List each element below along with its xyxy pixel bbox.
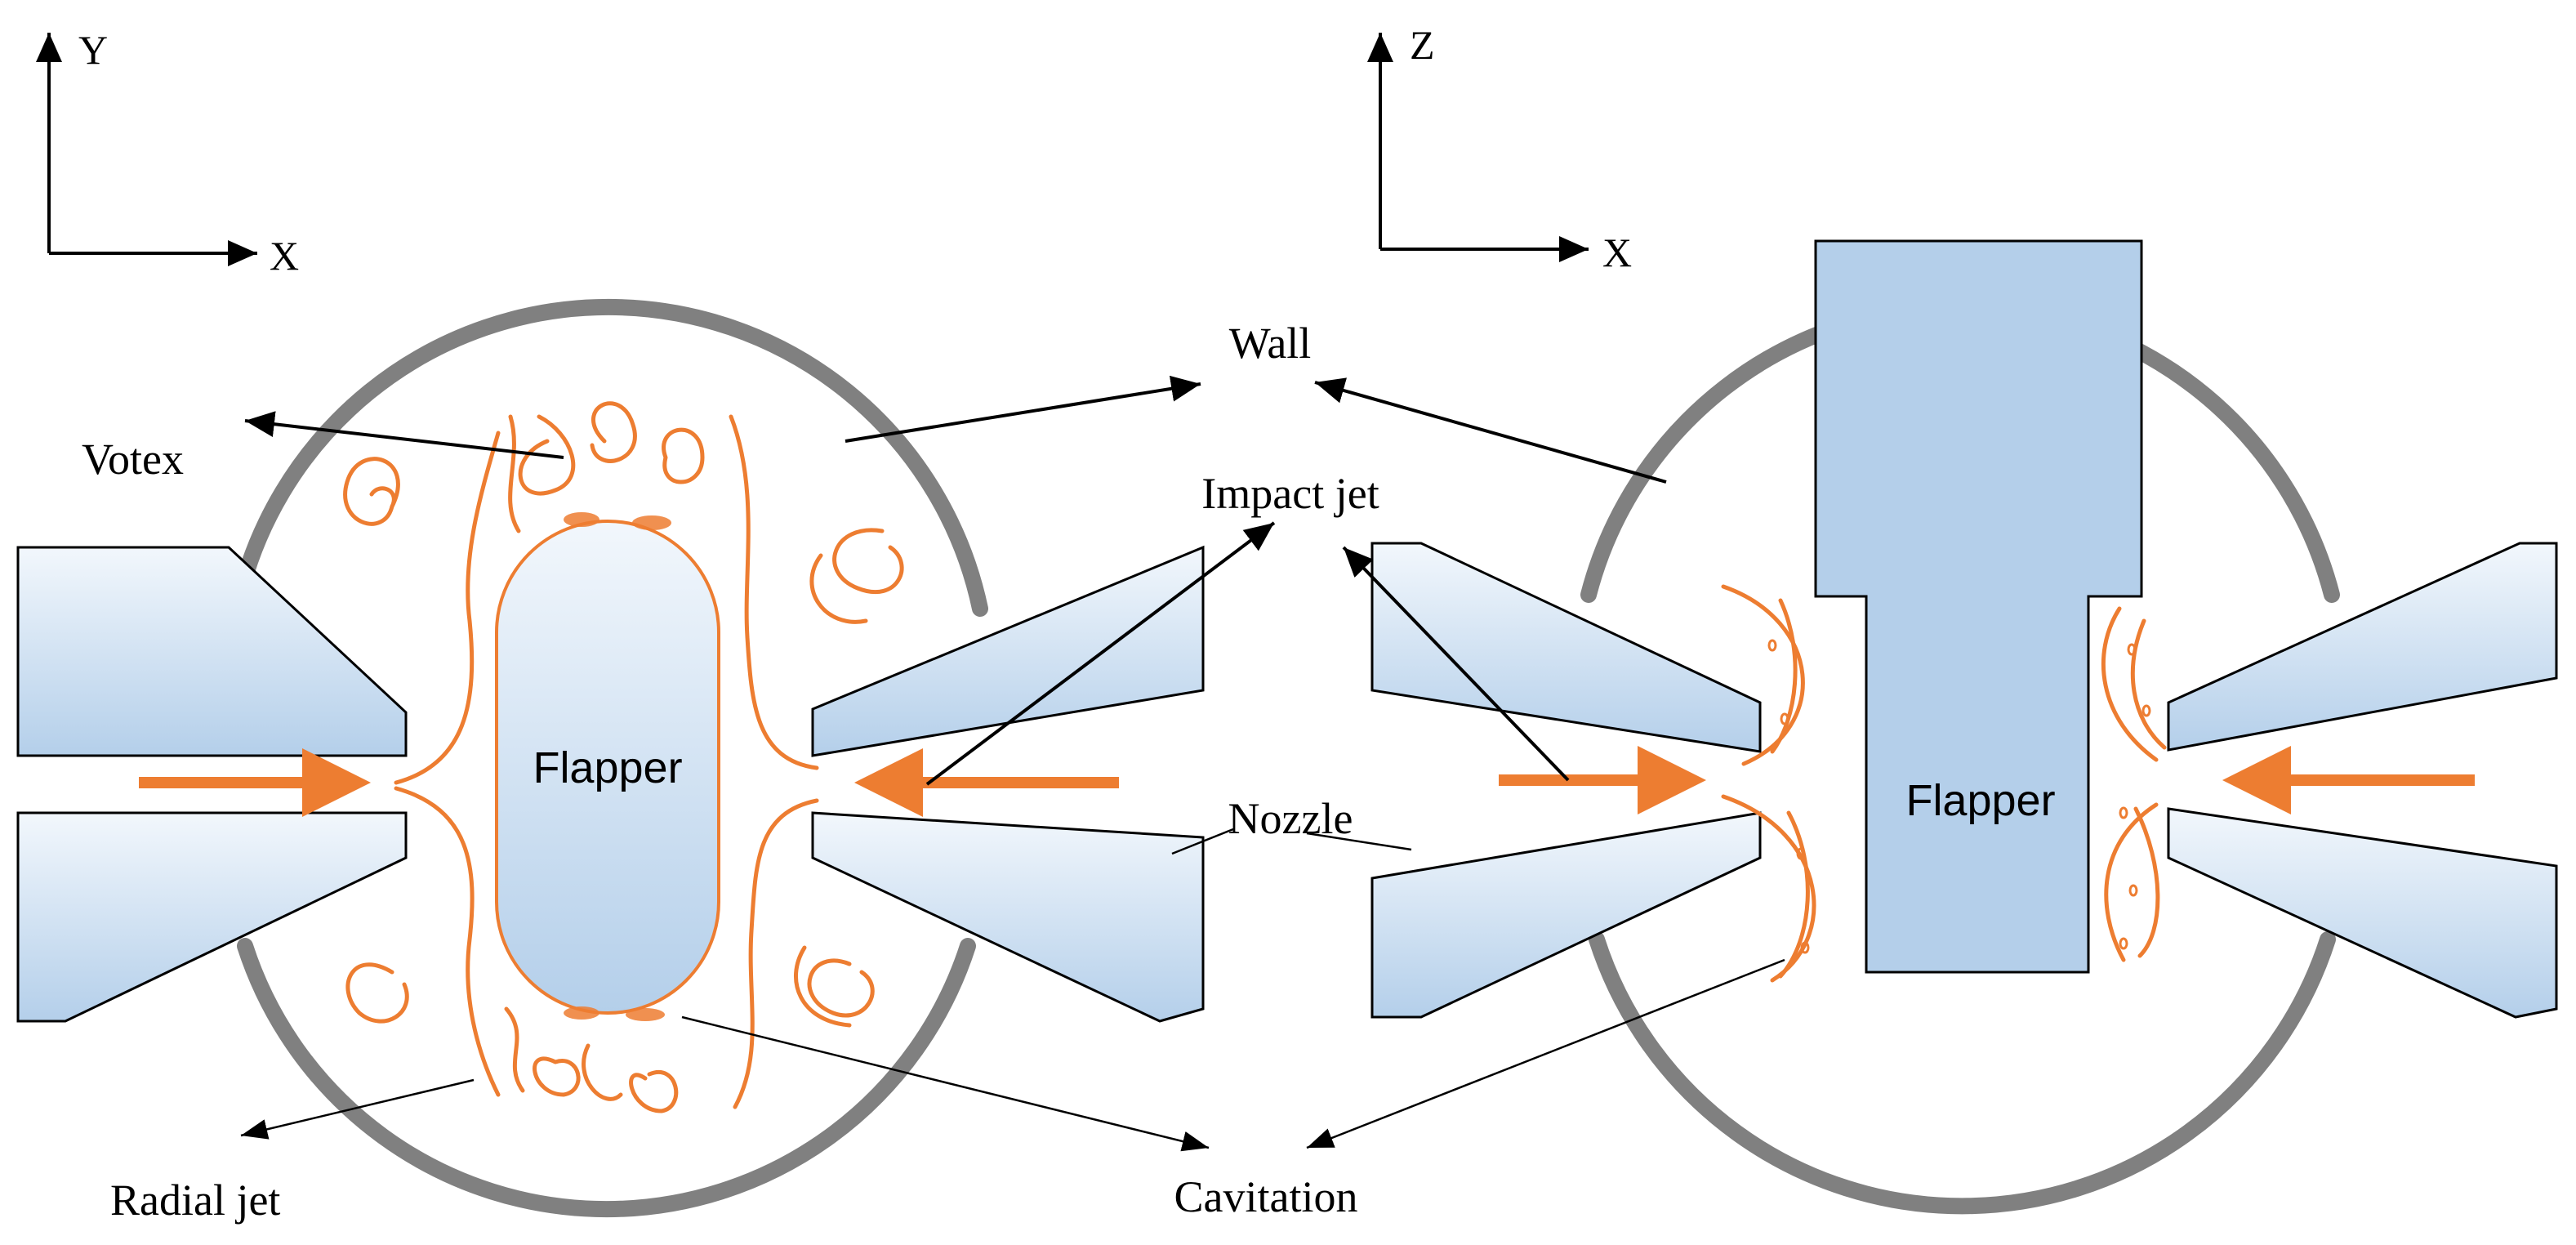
right-nozzle-lower-right: [2167, 807, 2558, 1019]
votex-leader: [244, 411, 564, 459]
right-nozzle-upper-right: [2167, 542, 2558, 752]
right-nozzle-lower-left: [1370, 811, 1762, 1019]
left-nozzle-upper-right: [811, 545, 1205, 757]
impact-jet-leader-left: [925, 521, 1276, 786]
left-vortices: [343, 401, 904, 1113]
nozzle-leader-right: [1306, 832, 1412, 851]
left-radial-jet-lines: [394, 414, 819, 1109]
cavitation-leader-right: [1306, 958, 1785, 1149]
annotation-labels: Wall Votex Impact jet Nozzle Radial jet …: [82, 319, 1379, 1225]
label-radial-jet: Radial jet: [110, 1176, 280, 1225]
right-flapper: [1814, 239, 2143, 974]
right-wall-bottom: [1589, 931, 2336, 1215]
label-wall: Wall: [1229, 319, 1312, 368]
left-cavitation-bubbles: [564, 512, 671, 1021]
left-wall-top: [229, 299, 988, 617]
left-flapper-label: Flapper: [533, 743, 682, 792]
wall-leader-right: [1314, 377, 1667, 484]
annotation-leaders: [240, 375, 1785, 1152]
left-flapper: [495, 520, 720, 1015]
left-wall-bottom: [237, 938, 976, 1218]
cavitation-leader-left: [681, 1015, 1210, 1152]
right-axis-x-label: X: [1602, 230, 1632, 275]
right-flapper-label: Flapper: [1905, 776, 2055, 825]
right-nozzle-upper-left: [1370, 542, 1762, 753]
radial-jet-leader: [240, 1078, 475, 1140]
left-view: Flapper: [16, 299, 1205, 1218]
left-nozzle-upper-left: [16, 546, 408, 757]
wall-leader-left: [845, 375, 1201, 443]
label-votex: Votex: [82, 435, 184, 484]
right-axis-z-label: Z: [1410, 22, 1435, 68]
right-cavitation-arcs: [1721, 584, 2167, 983]
left-nozzle-lower-left: [16, 811, 408, 1023]
right-axes: Z X: [1367, 22, 1632, 275]
nozzle-leader-left: [1171, 828, 1234, 855]
right-view: Flapper: [1370, 239, 2558, 1215]
left-axis-x-label: X: [270, 233, 299, 279]
label-nozzle: Nozzle: [1228, 794, 1353, 843]
left-nozzle-lower-right: [811, 811, 1205, 1023]
label-cavitation: Cavitation: [1174, 1172, 1358, 1221]
impact-jet-leader-right: [1342, 546, 1570, 782]
left-axis-y-label: Y: [78, 27, 108, 73]
label-impact-jet: Impact jet: [1201, 469, 1379, 518]
right-cavitation-bubbles: [1767, 639, 2151, 954]
left-axes: Y X: [36, 27, 299, 279]
